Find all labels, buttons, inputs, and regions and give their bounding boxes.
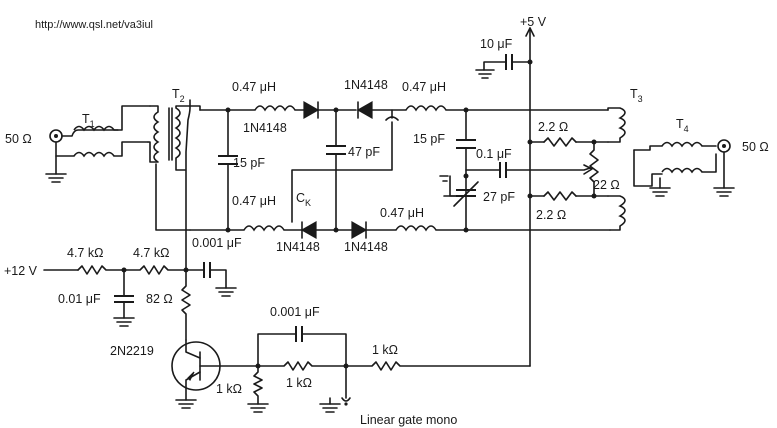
cap-0-01uf bbox=[113, 269, 135, 327]
cap-10uf bbox=[475, 54, 531, 79]
t2-label: T2 bbox=[172, 87, 185, 104]
inductor-top-left bbox=[254, 105, 296, 112]
cap-10uf-label: 10 μF bbox=[480, 37, 513, 51]
res-1k-base bbox=[247, 365, 269, 413]
res-1k-mid bbox=[257, 361, 347, 371]
supply-12v-label: +12 V bbox=[4, 264, 38, 278]
res-82 bbox=[181, 269, 191, 341]
res-4-7k-a bbox=[77, 265, 125, 275]
res-2-2-top-label: 2.2 Ω bbox=[538, 120, 568, 134]
cap-0-001uf-b bbox=[257, 326, 347, 367]
t3-label: T3 bbox=[630, 87, 643, 104]
inductor-bottom-left bbox=[243, 225, 285, 232]
input-impedance-label: 50 Ω bbox=[5, 132, 32, 146]
res-22-pot bbox=[529, 141, 599, 197]
res-22-label: 22 Ω bbox=[593, 178, 620, 192]
cap-27pf-trimmer bbox=[439, 175, 479, 207]
cap-47pf bbox=[326, 109, 346, 231]
inductor-bottom-right bbox=[395, 225, 437, 232]
res-82-label: 82 Ω bbox=[146, 292, 173, 306]
cap-15pf-left-label: 15 pF bbox=[233, 156, 265, 170]
diode-bot-right-label: 1N4148 bbox=[344, 240, 388, 254]
diode-top-left-label: 1N4148 bbox=[243, 121, 287, 135]
gate-input bbox=[319, 365, 351, 413]
cap-0-01uf-label: 0.01 μF bbox=[58, 292, 101, 306]
ck-label: CK bbox=[296, 191, 311, 208]
diode-bot-left-label: 1N4148 bbox=[276, 240, 320, 254]
inductor-bot-left-label: 0.47 μH bbox=[232, 194, 276, 208]
transformer-t2 bbox=[147, 99, 201, 231]
cap-27pf-label: 27 pF bbox=[483, 190, 515, 204]
res-1k-right bbox=[345, 361, 531, 371]
transistor-label: 2N2219 bbox=[110, 344, 154, 358]
diode-bottom-right bbox=[351, 220, 368, 240]
transistor-2n2219 bbox=[171, 339, 259, 409]
t4-label: T4 bbox=[676, 117, 689, 134]
diode-top-right-label: 1N4148 bbox=[344, 78, 388, 92]
inductor-top-right bbox=[405, 105, 447, 112]
output-impedance-label: 50 Ω bbox=[742, 140, 769, 154]
output-connector bbox=[649, 139, 735, 197]
res-4-7k-b bbox=[123, 265, 187, 275]
cap-0-001uf-a-label: 0.001 μF bbox=[192, 236, 242, 250]
res-1k-base-label: 1 kΩ bbox=[216, 382, 242, 396]
cap-0-1uf bbox=[465, 162, 531, 178]
t1-label: T1 bbox=[82, 112, 95, 129]
cap-0-001uf-b-label: 0.001 μF bbox=[270, 305, 320, 319]
diode-bottom-left bbox=[300, 220, 317, 240]
gate-input-label: Linear gate mono bbox=[360, 413, 457, 427]
res-4-7k-a-label: 4.7 kΩ bbox=[67, 246, 103, 260]
diode-top-right bbox=[356, 100, 373, 120]
inductor-bot-right-label: 0.47 μH bbox=[380, 206, 424, 220]
input-connector bbox=[45, 129, 67, 183]
transformer-t4 bbox=[633, 141, 717, 187]
transformer-t3 bbox=[607, 107, 626, 231]
cap-0-001uf-a bbox=[185, 262, 237, 297]
source-url: http://www.qsl.net/va3iul bbox=[35, 19, 153, 31]
supply-5v-label: +5 V bbox=[520, 15, 547, 29]
cap-0-1uf-label: 0.1 μF bbox=[476, 147, 512, 161]
diode-top-left bbox=[303, 100, 320, 120]
cap-15pf-left bbox=[218, 109, 238, 231]
inductor-top-left-label: 0.47 μH bbox=[232, 80, 276, 94]
cap-47pf-label: 47 pF bbox=[348, 145, 380, 159]
res-4-7k-b-label: 4.7 kΩ bbox=[133, 246, 169, 260]
cap-15pf-right-label: 15 pF bbox=[413, 132, 445, 146]
inductor-top-right-label: 0.47 μH bbox=[402, 80, 446, 94]
transformer-t1 bbox=[55, 105, 151, 158]
ck-control bbox=[291, 109, 399, 223]
res-1k-mid-label: 1 kΩ bbox=[286, 376, 312, 390]
res-1k-right-label: 1 kΩ bbox=[372, 343, 398, 357]
res-2-2-bot-label: 2.2 Ω bbox=[536, 208, 566, 222]
